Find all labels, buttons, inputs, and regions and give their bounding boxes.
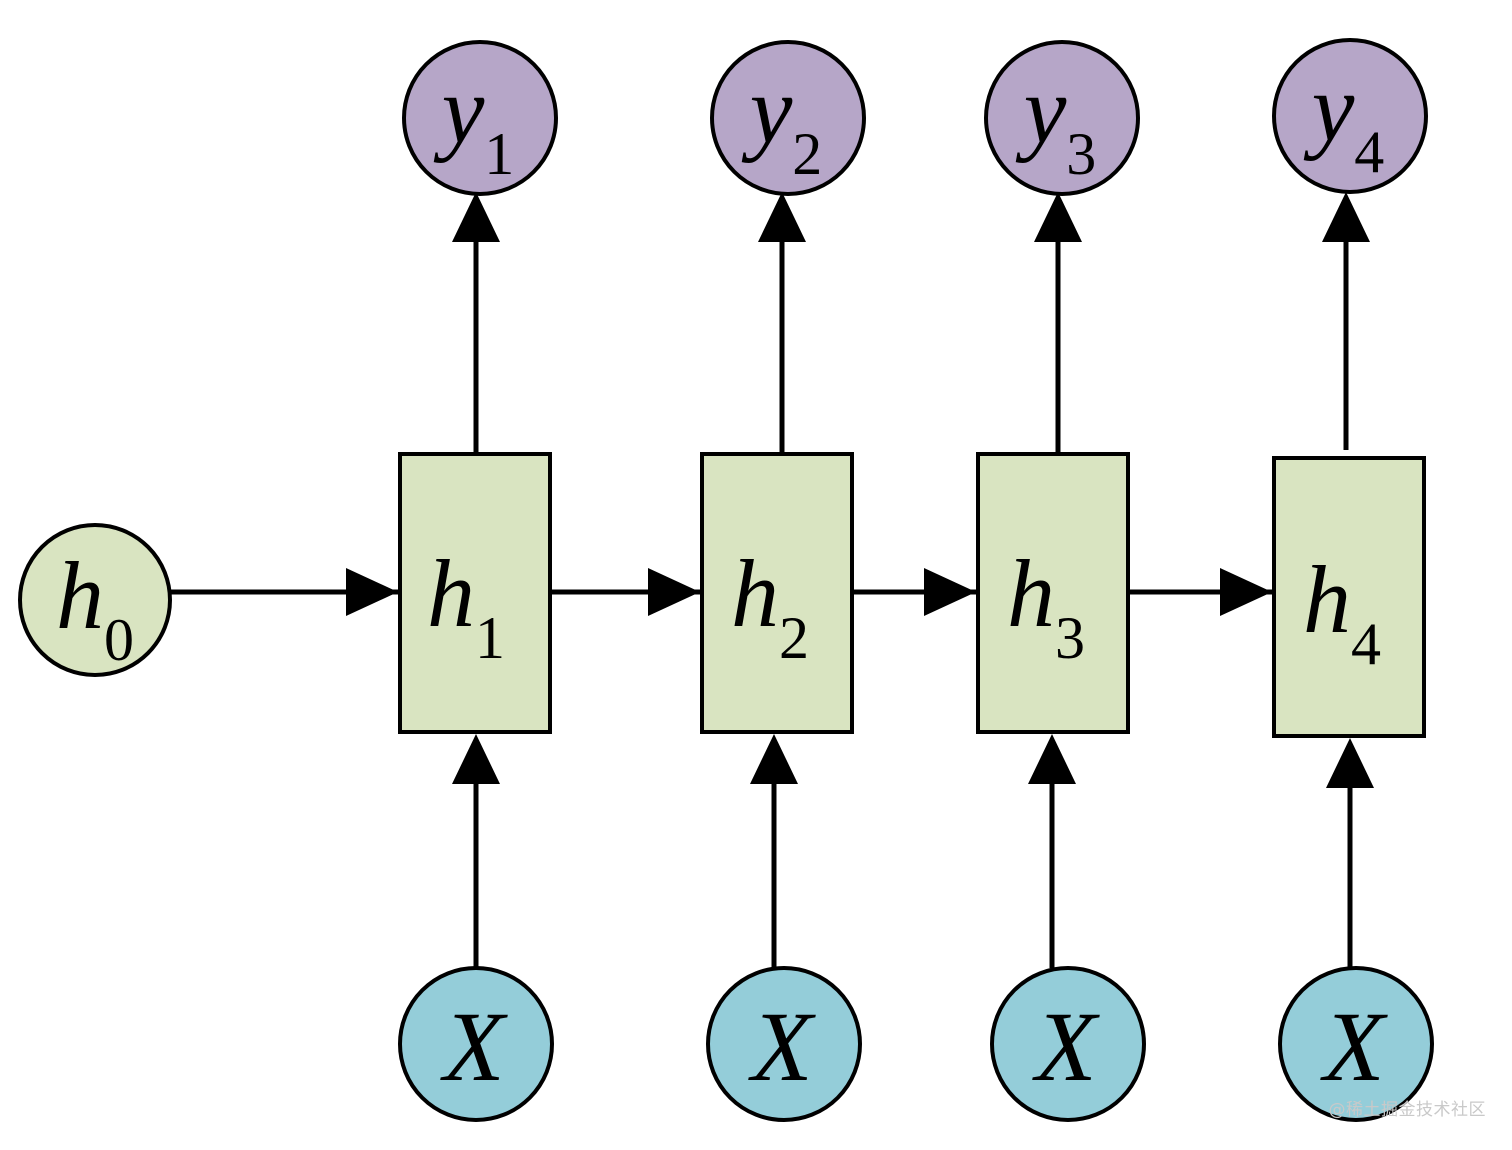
hidden-state-box-1 [398,452,552,734]
hidden-state-label-4: h4 [1303,546,1381,677]
arrowhead-h4-y4 [1322,192,1370,242]
hidden-state-main-4: h [1303,546,1351,653]
hidden-state-main-1: h [427,540,475,647]
hidden-state-sub-4: 4 [1351,611,1381,677]
output-sub-4: 4 [1354,119,1384,185]
hidden-state-main-3: h [1007,540,1055,647]
time-step-2: h2 y2 X [552,40,866,1122]
arrowhead-x4-h4 [1326,738,1374,788]
output-label-3: y3 [1015,56,1097,187]
arrowhead-h3-h4 [1220,568,1272,616]
arrowhead-x1-h1 [452,734,500,784]
output-sub-3: 3 [1066,121,1096,187]
output-label-4: y4 [1303,54,1385,185]
output-sub-2: 2 [792,121,822,187]
output-circle-1 [402,40,558,196]
watermark-text: @稀土掘金技术社区 [1328,1100,1486,1120]
hidden-state-box-3 [976,452,1130,734]
input-label-3: X [1031,991,1100,1102]
input-label-2: X [747,991,816,1102]
time-step-1: h1 y1 X [170,40,558,1122]
time-step-4: h4 y4 X [1130,38,1434,1122]
output-main-1: y [433,56,485,163]
initial-state-circle [18,523,172,677]
arrowhead-h1-h2 [648,568,700,616]
arrowhead-x3-h3 [1028,734,1076,784]
arrowhead-h2-y2 [758,192,806,242]
hidden-state-sub-2: 2 [779,605,809,671]
hidden-state-label-1: h1 [427,540,505,671]
arrowhead-x2-h2 [750,734,798,784]
initial-state-main: h [56,542,104,649]
hidden-state-main-2: h [731,540,779,647]
output-circle-3 [984,40,1140,196]
input-circle-1 [398,966,554,1122]
input-circle-4 [1278,966,1434,1122]
hidden-state-sub-1: 1 [475,605,505,671]
input-label-4: X [1319,991,1388,1102]
arrowhead-h3-y3 [1034,192,1082,242]
initial-state-sub: 0 [104,607,134,673]
output-main-4: y [1303,54,1355,161]
arrowhead-h2-h3 [924,568,976,616]
input-circle-2 [706,966,862,1122]
time-step-3: h3 y3 X [854,40,1146,1122]
initial-state-label: h0 [56,542,134,673]
hidden-state-box-2 [700,452,854,734]
output-main-3: y [1015,56,1067,163]
hidden-state-label-2: h2 [731,540,809,671]
input-circle-3 [990,966,1146,1122]
initial-state-node: h0 [18,523,172,677]
arrowhead-h0-h1 [346,568,398,616]
output-main-2: y [741,56,793,163]
output-label-1: y1 [433,56,515,187]
output-label-2: y2 [741,56,823,187]
arrowhead-h1-y1 [452,192,500,242]
hidden-state-sub-3: 3 [1055,605,1085,671]
output-circle-2 [710,40,866,196]
hidden-state-label-3: h3 [1007,540,1085,671]
output-sub-1: 1 [484,121,514,187]
input-label-1: X [439,991,508,1102]
hidden-state-box-4 [1272,456,1426,738]
output-circle-4 [1272,38,1428,194]
